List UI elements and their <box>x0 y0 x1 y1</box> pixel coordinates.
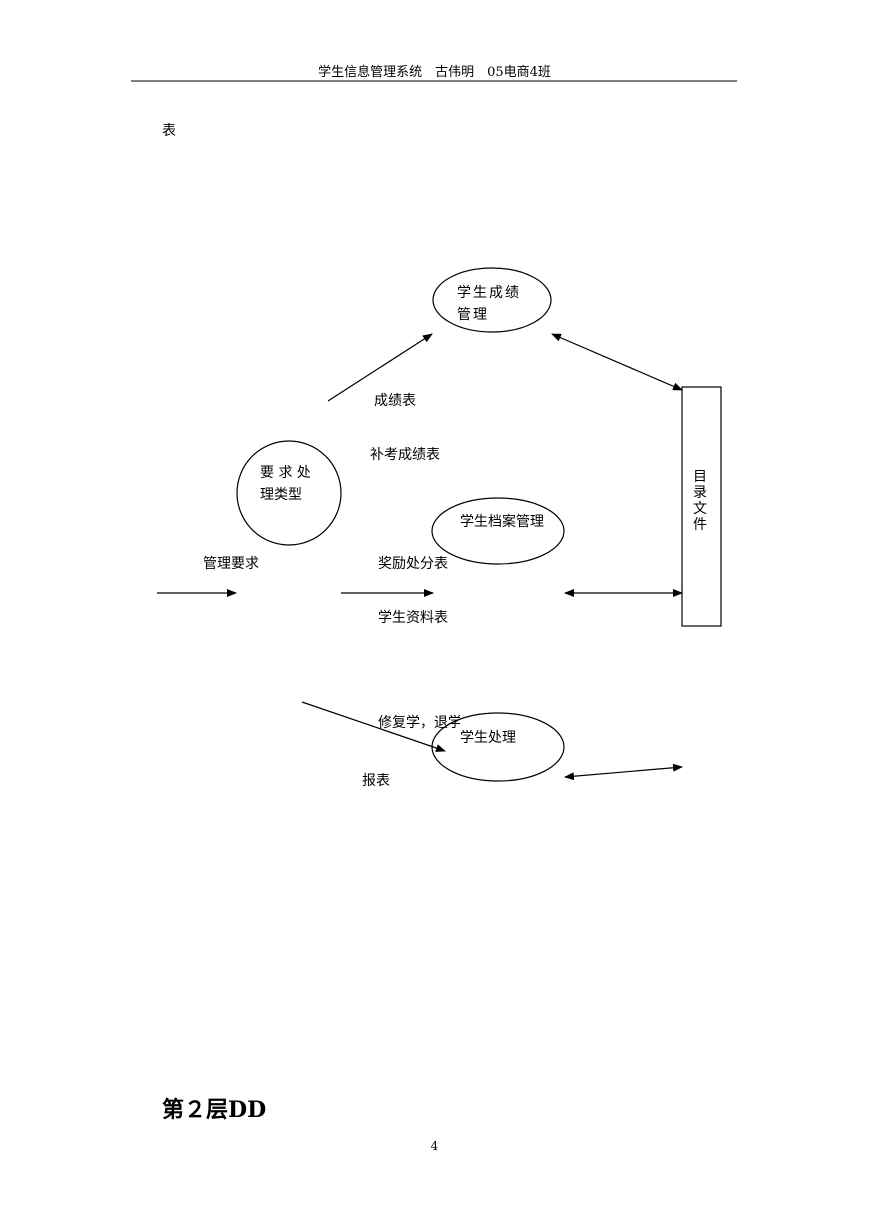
arrow-to-grade-mgmt <box>327 333 433 402</box>
page-number: 4 <box>430 1139 439 1153</box>
student-handling-label: 学生处理 <box>460 730 516 746</box>
reward-punish-table-label: 奖励处分表 <box>378 556 448 572</box>
resume-study-label: 修复学，退学 <box>378 715 460 731</box>
request-type-process <box>236 440 342 546</box>
grade-mgmt-label: 学生成绩管理 <box>457 285 521 323</box>
request-type-label: 要 求 处 理类型 <box>260 465 311 503</box>
section-heading: 第２层DD <box>162 1097 267 1123</box>
report-table-label: 报表 <box>362 773 390 789</box>
archive-mgmt-process <box>431 497 565 565</box>
page-header: 学生信息管理系统 古伟明 05电商4班 <box>318 65 551 80</box>
arrow-grade-catalog <box>551 333 683 391</box>
resume-study-label-wrap: 修复学，退学 <box>378 712 460 736</box>
makeup-grade-table-label: 补考成绩表 <box>370 447 440 463</box>
grade-mgmt-process <box>432 267 552 333</box>
top-text: 表 <box>162 123 176 139</box>
catalog-file-store <box>681 386 722 627</box>
arrow-to-student-handling <box>301 701 446 752</box>
management-request-label: 管理要求 <box>203 556 259 572</box>
arrow-handling-catalog <box>564 763 683 781</box>
archive-mgmt-label: 学生档案管理 <box>460 514 544 530</box>
catalog-file-label: 目录文件 <box>693 469 707 533</box>
grade-table-label: 成绩表 <box>374 393 416 409</box>
student-info-table-label: 学生资料表 <box>378 610 448 626</box>
